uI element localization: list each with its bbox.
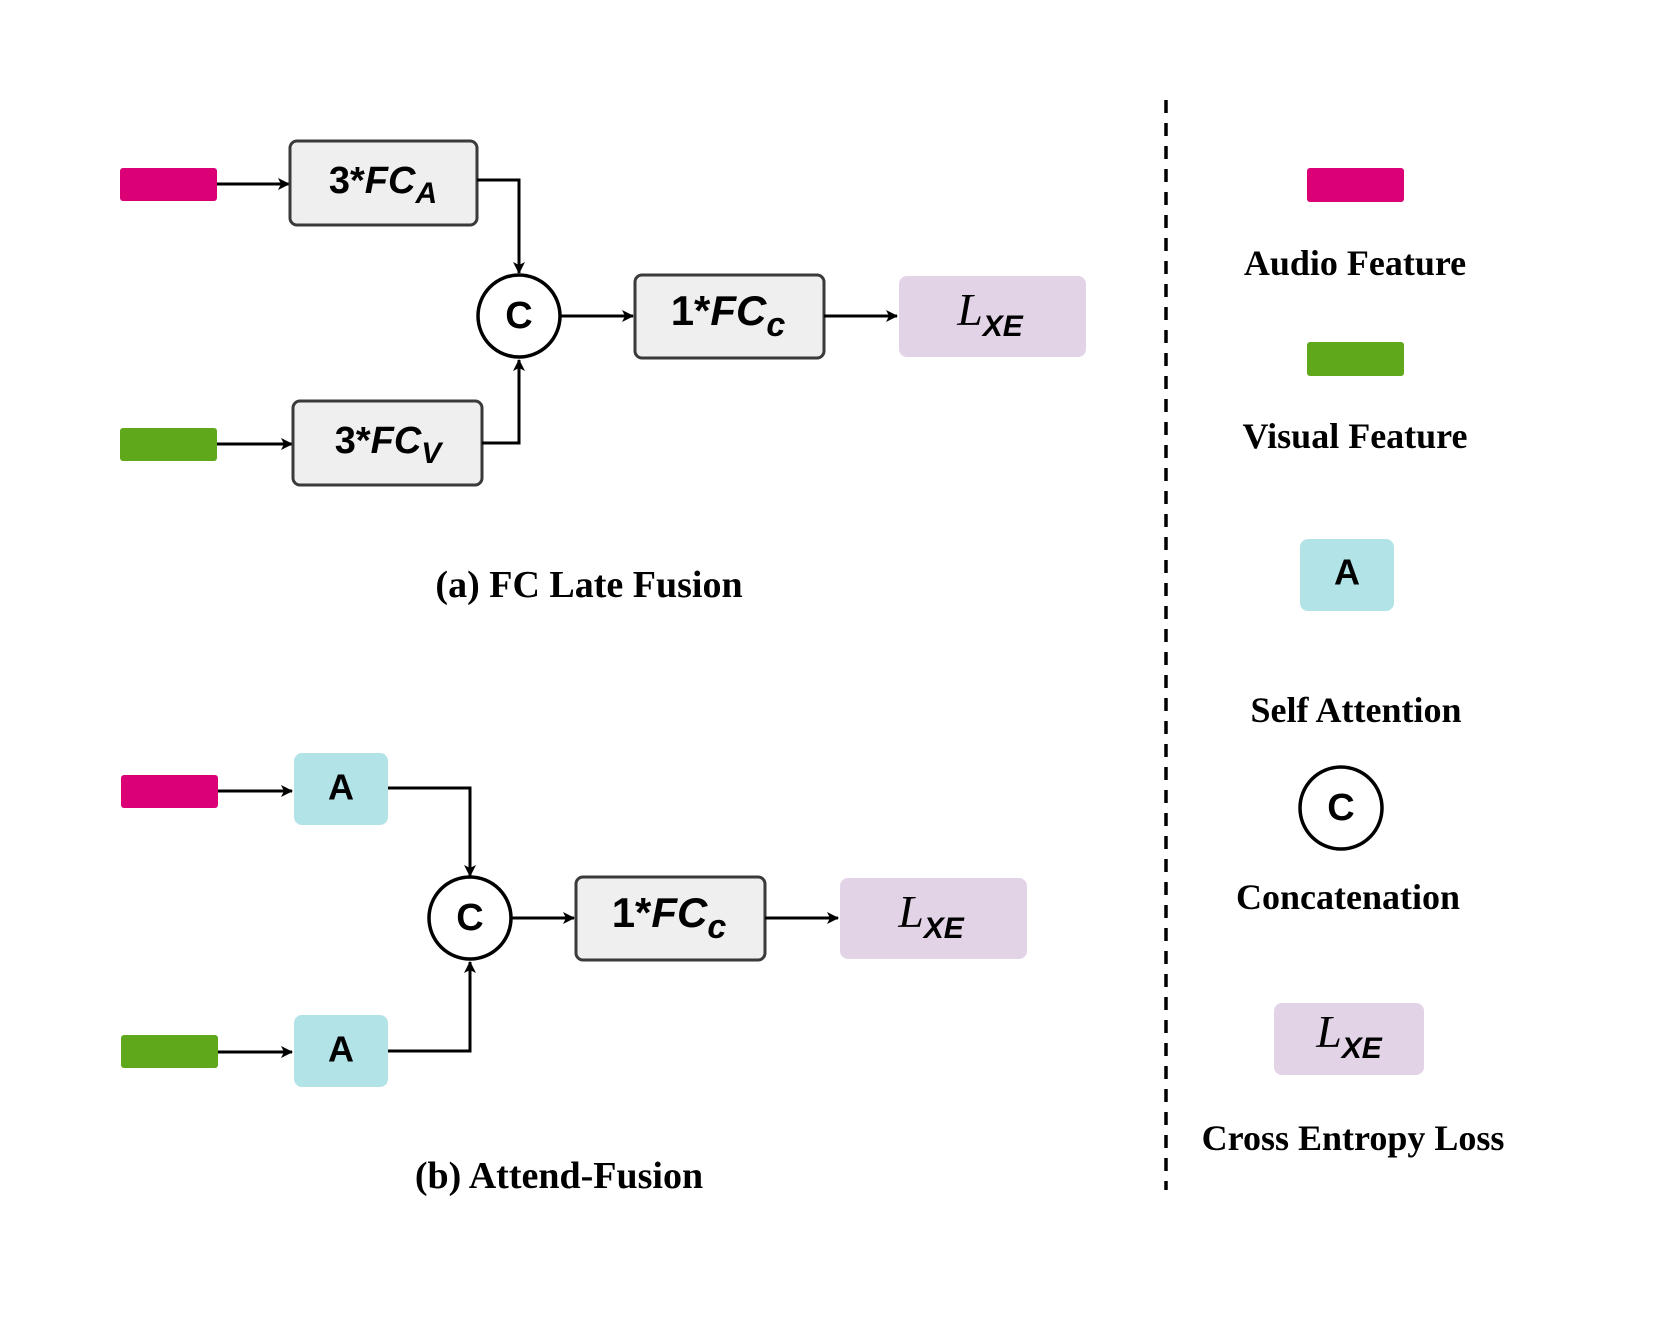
legend-concat-label: Concatenation: [1236, 877, 1460, 917]
panel-b-visual-feature-bar: [121, 1035, 218, 1068]
legend-loss-box: [1274, 1003, 1424, 1075]
panel-b-audio-feature-bar: [121, 775, 218, 808]
panel-b-attn-visual-symbol: A: [328, 1029, 354, 1070]
legend-concat-icon: [1298, 765, 1384, 851]
panel-a-loss-box: [899, 276, 1086, 357]
panel-b-loss-box: [840, 878, 1027, 959]
panel-a-edge-fc-visual-to-concat: [482, 359, 525, 445]
legend-visual-label: Visual Feature: [1243, 416, 1468, 456]
panel-a-concat-symbol: C: [505, 295, 532, 337]
legend-attention-box: [1300, 539, 1394, 611]
panel-b-edge-attn-visual-to-concat: [388, 961, 476, 1053]
panel-a-fc-late-fusion: 3*FCA 3*FCV C 1*FCc LXE (a) FC Late Fusi…: [120, 139, 1086, 606]
panel-b-attn-audio-symbol: A: [328, 767, 354, 808]
legend-audio-label: Audio Feature: [1244, 243, 1466, 283]
legend-loss-label: Cross Entropy Loss: [1202, 1118, 1505, 1158]
panel-a-audio-feature-bar: [120, 168, 217, 201]
panel-a-fc-visual-label: 3*FCV: [335, 420, 445, 470]
panel-b-edge-attn-audio-to-concat: [388, 786, 476, 877]
panel-a-loss-label: LXE: [956, 284, 1024, 343]
panel-b-attn-visual-box: [294, 1015, 388, 1087]
legend: Audio Feature Visual Feature A Self Atte…: [1202, 168, 1505, 1158]
legend-attention-symbol: A: [1334, 552, 1360, 593]
panel-b-fc-concat-label: 1*FCc: [612, 889, 727, 946]
panel-a-edge-fc-audio-to-concat: [477, 178, 525, 274]
legend-attention-label: Self Attention: [1251, 690, 1462, 730]
panel-b-attend-fusion: A A C 1*FCc LXE (b) Attend-Fusion: [121, 753, 1027, 1197]
legend-concat-symbol: C: [1327, 787, 1354, 829]
panel-b-attn-audio-box: [294, 753, 388, 825]
panel-b-loss-label: LXE: [897, 886, 965, 945]
panel-a-fc-audio-box: [288, 139, 479, 227]
panel-a-fc-audio-label: 3*FCA: [329, 160, 437, 210]
panel-a-visual-feature-bar: [120, 428, 217, 461]
panel-b-caption: (b) Attend-Fusion: [415, 1155, 703, 1197]
legend-audio-swatch: [1307, 168, 1404, 202]
legend-visual-swatch: [1307, 342, 1404, 376]
panel-b-concat-symbol: C: [456, 897, 483, 939]
panel-a-fc-concat-label: 1*FCc: [671, 287, 786, 344]
panel-a-caption: (a) FC Late Fusion: [435, 564, 742, 606]
legend-loss-symbol: LXE: [1315, 1006, 1383, 1065]
